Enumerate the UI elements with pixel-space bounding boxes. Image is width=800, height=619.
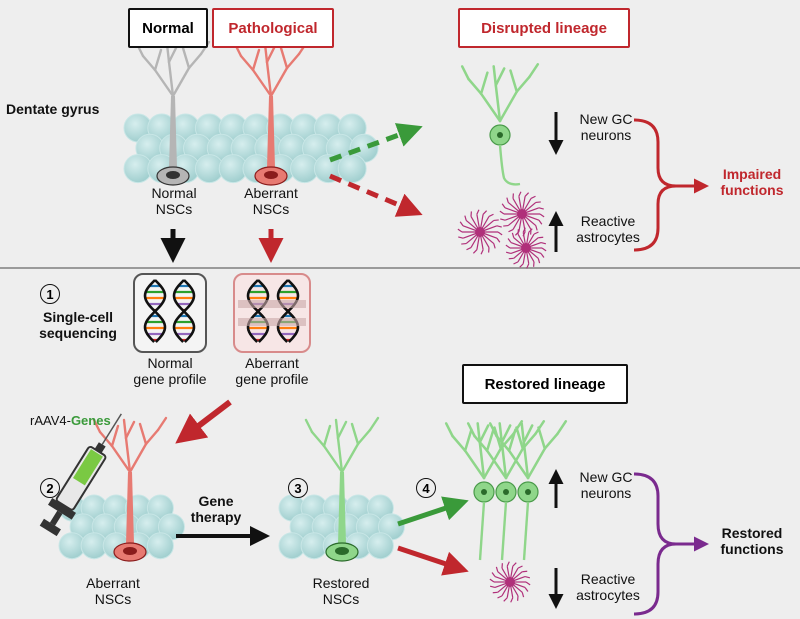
dna-normal-1 (143, 279, 167, 343)
cells-layer (92, 40, 568, 603)
step-2-badge: 2 (40, 478, 60, 498)
aberrant-nsc-top-dendrites (233, 40, 309, 98)
top-gc-neuron-dendrites (460, 63, 540, 123)
dna-helices (143, 279, 306, 343)
tissue-cell (146, 532, 174, 560)
aberrant-nsc-bottom-dendrites (92, 416, 168, 474)
dentate-tissue-top (123, 113, 379, 184)
restored-gc-neuron-1 (444, 420, 524, 561)
aberrant-band-2 (238, 318, 306, 326)
tissue-cell (337, 154, 367, 184)
dentate-gyrus-label: Dentate gyrus (6, 101, 100, 117)
tissue-cell (366, 532, 394, 560)
raav-genes-label: rAAV4-Genes (30, 413, 111, 428)
restored-lineage-box: Restored lineage (462, 364, 628, 404)
profile-to-therapy-arrow (175, 399, 232, 444)
dashed-red-arrow (329, 173, 423, 217)
bottom-astrocyte (489, 561, 531, 603)
top-astrocyte-3 (505, 227, 547, 269)
restored-nsc-dendrites (304, 416, 380, 474)
restored-gc-neuron-2 (466, 420, 546, 561)
restored-gc-neuron-3 (488, 420, 568, 561)
disrupted-lineage-box: Disrupted lineage (458, 8, 630, 48)
dashed-green-arrow (329, 123, 423, 163)
dna-normal-2 (172, 279, 196, 343)
top-astrocyte-2 (499, 191, 545, 237)
syringe-icon (39, 413, 122, 537)
normal-nsc-dendrites (135, 40, 211, 98)
step-3-badge: 3 (288, 478, 308, 498)
normal-box: Normal (128, 8, 208, 48)
aberrant-nsc-bottom (92, 416, 168, 562)
step-1-badge: 1 (40, 284, 60, 304)
dna-aberrant-1 (246, 279, 270, 343)
normal-nsc (135, 40, 211, 186)
restored-gc-neuron-3-dendrites (488, 420, 568, 480)
aberrant-band-1 (238, 300, 306, 308)
top-astrocyte-1 (457, 209, 503, 255)
aberrant-dna-box (233, 273, 311, 353)
pathological-box: Pathological (212, 8, 334, 48)
step-4-badge: 4 (416, 478, 436, 498)
restored-gc-neuron-1-dendrites (444, 420, 524, 480)
restored-gc-neuron-2-dendrites (466, 420, 546, 480)
aberrant-nsc-top (233, 40, 309, 186)
restored-nsc (304, 416, 380, 562)
normal-dna-box (133, 273, 207, 353)
restored-green-arrow (397, 496, 469, 527)
top-gc-neuron (460, 63, 540, 186)
restored-red-arrow (397, 545, 469, 576)
